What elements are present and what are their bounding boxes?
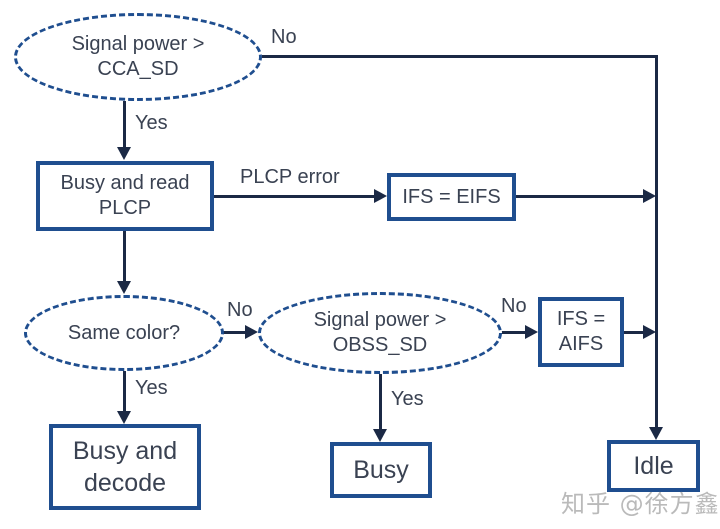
node-same-color: Same color? [24, 295, 224, 371]
edge-label-same-color-yes: Yes [135, 377, 168, 399]
node-ifs-aifs: IFS = AIFS [538, 297, 624, 367]
arrowhead-into-idle [649, 427, 663, 440]
node-busy-and-decode: Busy and decode [49, 424, 201, 510]
edge-eifs-out-hline [516, 195, 645, 198]
node-busy-label: Busy [353, 455, 409, 484]
edge-obss-no-hline [501, 331, 527, 334]
node-ifs-eifs-label: IFS = EIFS [402, 185, 501, 208]
edge-label-same-color-no: No [227, 299, 253, 321]
edge-label-obss-yes: Yes [391, 388, 424, 410]
edge-label-plcp-error: PLCP error [240, 166, 340, 188]
edge-label-obss-no: No [501, 295, 527, 317]
edge-busy-read-down-vline [123, 231, 126, 282]
node-busy: Busy [330, 442, 432, 498]
edge-cca-no-hline [262, 55, 657, 58]
node-busy-and-read-plcp: Busy and read PLCP [36, 161, 214, 231]
arrowhead-eifs-to-vline [643, 189, 656, 203]
node-ifs-eifs: IFS = EIFS [387, 173, 516, 221]
zhihu-watermark: 知乎 @徐方鑫 [561, 490, 720, 518]
node-signal-power-obss-sd-label: Signal power > OBSS_SD [313, 309, 447, 356]
arrowhead-into-busy-decode [117, 411, 131, 424]
arrowhead-into-ifs-eifs [374, 189, 387, 203]
edge-right-vline [655, 55, 658, 428]
node-signal-power-cca-sd: Signal power > CCA_SD [14, 13, 262, 101]
edge-obss-yes-vline [379, 373, 382, 430]
edge-label-cca-no: No [271, 26, 297, 48]
node-idle-label: Idle [633, 451, 674, 480]
edge-same-color-no-hline [222, 331, 247, 334]
edge-aifs-out-hline [624, 331, 645, 334]
arrowhead-into-busy-read [117, 147, 131, 160]
node-same-color-label: Same color? [67, 321, 181, 344]
edge-label-cca-yes: Yes [135, 112, 168, 134]
node-busy-and-decode-label: Busy and decode [72, 436, 178, 498]
node-busy-and-read-plcp-label: Busy and read PLCP [60, 172, 190, 219]
arrowhead-into-same-color [117, 281, 131, 294]
node-signal-power-obss-sd: Signal power > OBSS_SD [258, 292, 502, 374]
edge-same-color-yes-vline [123, 370, 126, 412]
node-signal-power-cca-sd-label: Signal power > CCA_SD [71, 33, 205, 80]
node-ifs-aifs-label: IFS = AIFS [556, 308, 606, 355]
arrowhead-aifs-to-vline [643, 325, 656, 339]
arrowhead-into-busy [373, 429, 387, 442]
arrowhead-into-ifs-aifs [525, 325, 538, 339]
edge-cca-yes-vline [123, 101, 126, 149]
node-idle: Idle [607, 440, 700, 492]
arrowhead-into-obss [245, 325, 258, 339]
edge-plcp-error-hline [214, 195, 376, 198]
